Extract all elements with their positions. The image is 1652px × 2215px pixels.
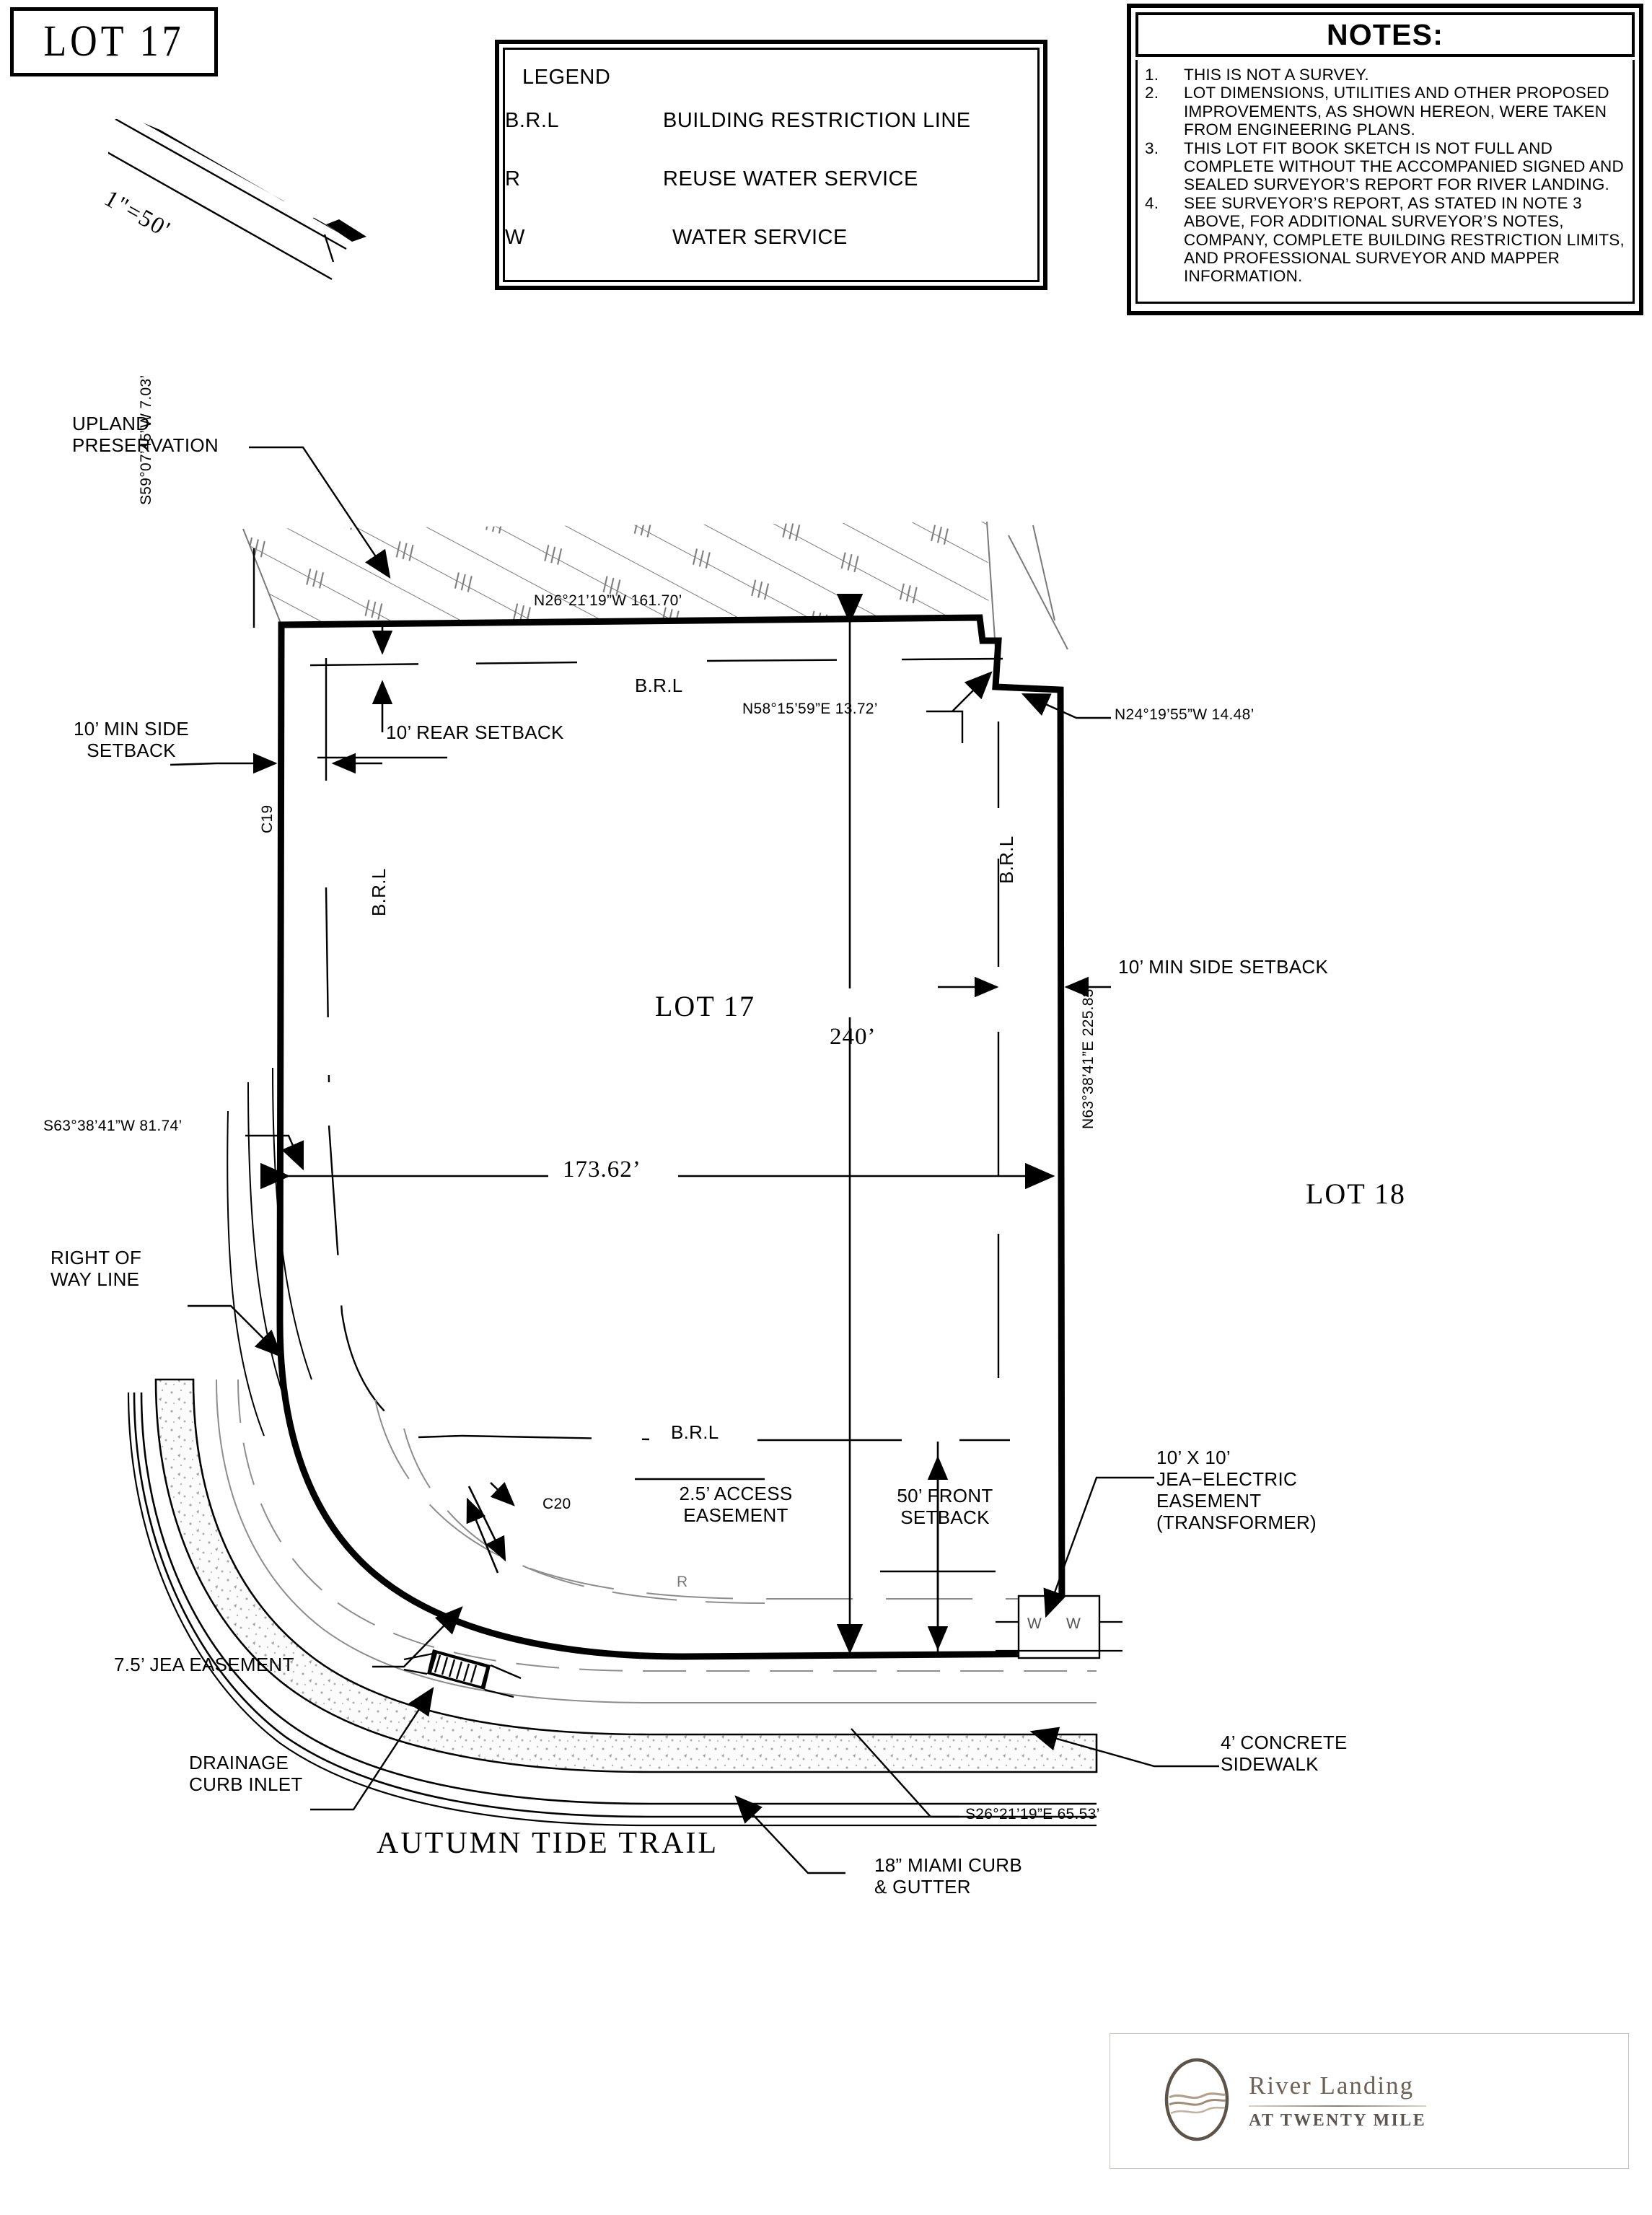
jea-easement-label: 7.5’ JEA EASEMENT — [114, 1654, 294, 1675]
side-setback-right-label: 10’ MIN SIDE SETBACK — [1118, 956, 1329, 978]
river-landing-logo-block: River Landing AT TWENTY MILE — [1110, 2033, 1629, 2169]
logo-name-text: River Landing — [1249, 2071, 1415, 2100]
legend-desc-brl: BUILDING RESTRICTION LINE — [663, 109, 971, 132]
legend-abbr-w: W — [505, 226, 525, 249]
upland-preservation-label: UPLAND PRESERVATION — [72, 413, 219, 456]
building-restriction-lines — [309, 657, 1010, 1442]
note-item: 1. THIS IS NOT A SURVEY. — [1145, 66, 1627, 84]
legend-abbr-r: R — [505, 167, 521, 190]
brl-label-front: B.R.L — [671, 1421, 719, 1443]
note-text: LOT DIMENSIONS, UTILITIES AND OTHER PROP… — [1184, 84, 1609, 139]
upland-preservation-area — [242, 521, 1068, 650]
water-service-marker-2: W — [1066, 1615, 1081, 1632]
note-item: 2. LOT DIMENSIONS, UTILITIES AND OTHER P… — [1145, 84, 1627, 139]
note-text: THIS IS NOT A SURVEY. — [1184, 66, 1369, 84]
curve-c20-label: C20 — [542, 1496, 571, 1512]
easement-guides — [374, 1399, 1068, 1604]
bearing-northeast-jog-label: N24°19’55”W 14.48’ — [1115, 706, 1255, 723]
callout-leaders — [188, 446, 1219, 1874]
water-service-marker-1: W — [1027, 1615, 1042, 1632]
depth-dimension-label: 240’ — [830, 1024, 876, 1050]
legend-box: LEGEND B.R.L BUILDING RESTRICTION LINE R… — [495, 40, 1047, 290]
curve-c19-label: C19 — [259, 804, 276, 833]
access-easement-label: 2.5’ ACCESS EASEMENT — [679, 1483, 793, 1526]
note-text: SEE SURVEYOR’S REPORT, AS STATED IN NOTE… — [1184, 193, 1625, 286]
legend-abbr-brl: B.R.L — [505, 109, 560, 132]
lot-18-label: LOT 18 — [1306, 1177, 1407, 1210]
river-landing-wordmark: River Landing AT TWENTY MILE — [1249, 2071, 1427, 2131]
notes-header: NOTES: — [1135, 12, 1635, 57]
note-number: 3. — [1145, 139, 1159, 157]
drainage-curb-inlet-symbol — [403, 1649, 522, 1698]
scale-bar-graphic — [97, 118, 366, 281]
note-item: 4. SEE SURVEYOR’S REPORT, AS STATED IN N… — [1145, 194, 1627, 286]
street-name-label: AUTUMN TIDE TRAIL — [377, 1827, 719, 1860]
width-dimension-label: 173.62’ — [563, 1157, 641, 1183]
reuse-water-marker: R — [677, 1574, 688, 1590]
bearing-northwest-short-label: S59°07’45”W 7.03’ — [138, 374, 154, 505]
brl-label-left: B.R.L — [368, 868, 390, 916]
miami-curb-label: 18” MIAMI CURB & GUTTER — [874, 1854, 1023, 1898]
drainage-curb-inlet-label: DRAINAGE CURB INLET — [189, 1752, 303, 1795]
jea-transformer-box — [996, 1595, 1122, 1659]
logo-subtitle-text: AT TWENTY MILE — [1249, 2111, 1427, 2130]
right-of-way-guides — [227, 1067, 312, 1437]
lot-17-label: LOT 17 — [655, 990, 756, 1022]
dimension-lines — [170, 594, 1111, 1654]
side-setback-left-label: 10’ MIN SIDE SETBACK — [73, 718, 190, 761]
bearing-west-label: S63°38’41”W 81.74’ — [43, 1118, 183, 1134]
bearing-north-label: N26°21’19”W 161.70’ — [534, 592, 682, 609]
note-number: 2. — [1145, 84, 1159, 102]
note-number: 4. — [1145, 193, 1159, 212]
bearing-north-jog-label: N58°15’59”E 13.72’ — [742, 701, 878, 717]
bearing-east-label: N63°38’41”E 225.83’ — [1080, 985, 1097, 1129]
note-number: 1. — [1145, 66, 1159, 84]
legend-desc-w: WATER SERVICE — [672, 226, 848, 249]
legend-inner: LEGEND B.R.L BUILDING RESTRICTION LINE R… — [503, 48, 1040, 282]
notes-body: 1. THIS IS NOT A SURVEY. 2. LOT DIMENSIO… — [1135, 60, 1635, 304]
lot-title-text: LOT 17 — [43, 17, 185, 66]
front-setback-label: 50’ FRONT SETBACK — [897, 1485, 993, 1528]
notes-box: NOTES: 1. THIS IS NOT A SURVEY. 2. LOT D… — [1127, 4, 1643, 315]
brl-label-right: B.R.L — [996, 835, 1017, 884]
note-item: 3. THIS LOT FIT BOOK SKETCH IS NOT FULL … — [1145, 139, 1627, 194]
jea-electric-easement-label: 10’ X 10’ JEA−ELECTRIC EASEMENT (TRANSFO… — [1156, 1447, 1317, 1533]
notes-title: NOTES: — [1326, 17, 1444, 51]
legend-desc-r: REUSE WATER SERVICE — [663, 167, 918, 190]
logo-divider — [1249, 2105, 1427, 2107]
brl-label-rear: B.R.L — [635, 675, 683, 696]
rear-setback-label: 10’ REAR SETBACK — [386, 721, 564, 743]
right-of-way-label: RIGHT OF WAY LINE — [50, 1247, 142, 1290]
lot-boundary — [276, 614, 1066, 1660]
roadway-bands — [127, 1378, 1098, 1827]
title-block: LOT 17 — [10, 7, 218, 76]
note-text: THIS LOT FIT BOOK SKETCH IS NOT FULL AND… — [1184, 139, 1624, 194]
concrete-sidewalk-label: 4’ CONCRETE SIDEWALK — [1221, 1732, 1348, 1775]
legend-title: LEGEND — [522, 66, 611, 89]
scale-bar: 1"=50' — [97, 118, 411, 292]
river-landing-oval-icon — [1162, 2057, 1231, 2146]
bearing-south-label: S26°21’19”E 65.53’ — [965, 1806, 1100, 1823]
